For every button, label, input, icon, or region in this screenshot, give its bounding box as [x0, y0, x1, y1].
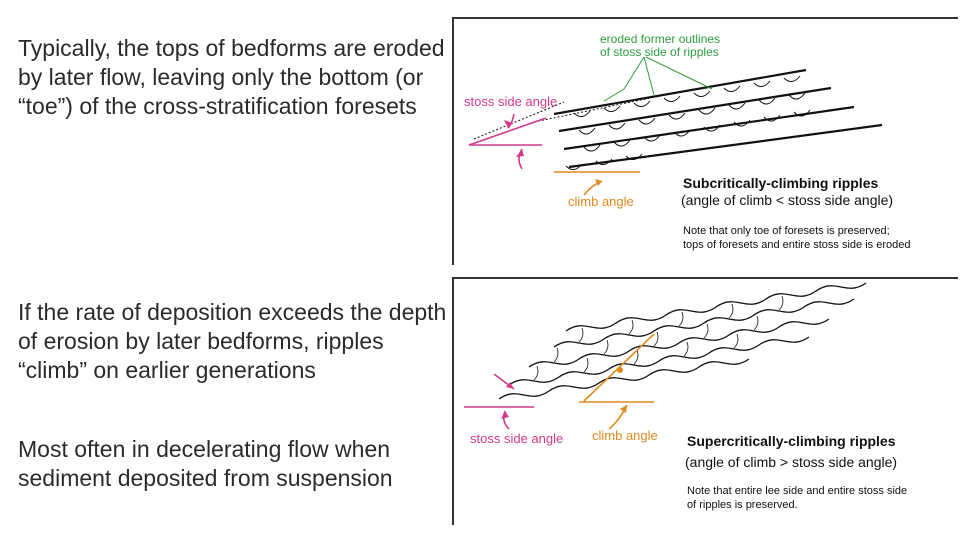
eroded-outlines [473, 88, 695, 140]
climb-arrowhead-bottom [620, 405, 627, 413]
wavy-laminae [498, 282, 867, 400]
inner-foresets [533, 295, 784, 381]
paragraph-eroded-bedforms: Typically, the tops of bedforms are erod… [18, 35, 445, 119]
climb-angle-lines-bottom [579, 333, 655, 430]
stoss-arrowhead-bottom-1 [506, 382, 514, 389]
supercritical-title: Supercritically-climbing ripples [687, 433, 896, 449]
supercritical-subtitle: (angle of climb > stoss side angle) [685, 454, 898, 470]
label-eroded-outlines-1: eroded former outlines [600, 32, 721, 46]
stoss-angle-lines [468, 113, 547, 170]
stoss-arrowhead-1 [504, 120, 513, 128]
climb-arrowhead [595, 179, 602, 186]
supercritical-note-1: Note that entire lee side and entire sto… [687, 485, 908, 497]
supercritical-note-2: of ripples is preserved. [687, 499, 798, 511]
paragraph-climbing-ripples: If the rate of deposition exceeds the de… [18, 299, 447, 383]
eroded-label-pointers [603, 56, 713, 102]
stoss-arrowhead-2 [516, 149, 524, 157]
subcritical-title: Subcritically-climbing ripples [683, 175, 879, 191]
label-stoss-side-angle: stoss side angle [464, 94, 558, 109]
stoss-angle-lines-bottom [464, 373, 534, 430]
supercritical-ripples-diagram [464, 282, 867, 430]
climb-dot [617, 367, 623, 373]
subcritical-ripples-figure: eroded former outlines of stoss side of … [452, 17, 958, 265]
paragraph-decelerating-flow: Most often in decelerating flow when sed… [18, 436, 393, 491]
subcritical-ripples-diagram [468, 56, 883, 196]
subcritical-subtitle: (angle of climb < stoss side angle) [681, 192, 894, 208]
supercritical-ripples-figure: stoss side angle climb angle Supercritic… [452, 277, 958, 525]
stoss-arrowhead-bottom-2 [501, 411, 509, 419]
subcritical-note-2: tops of foresets and entire stoss side i… [683, 239, 911, 251]
label-eroded-outlines-2: of stoss side of ripples [600, 45, 719, 59]
foreset-toes [565, 75, 811, 170]
bounding-surfaces [553, 68, 883, 169]
subcritical-note-1: Note that only toe of foresets is preser… [683, 225, 890, 237]
label-climb-angle: climb angle [568, 194, 634, 209]
label-stoss-side-angle-bottom: stoss side angle [470, 431, 564, 446]
label-climb-angle-bottom: climb angle [592, 428, 658, 443]
